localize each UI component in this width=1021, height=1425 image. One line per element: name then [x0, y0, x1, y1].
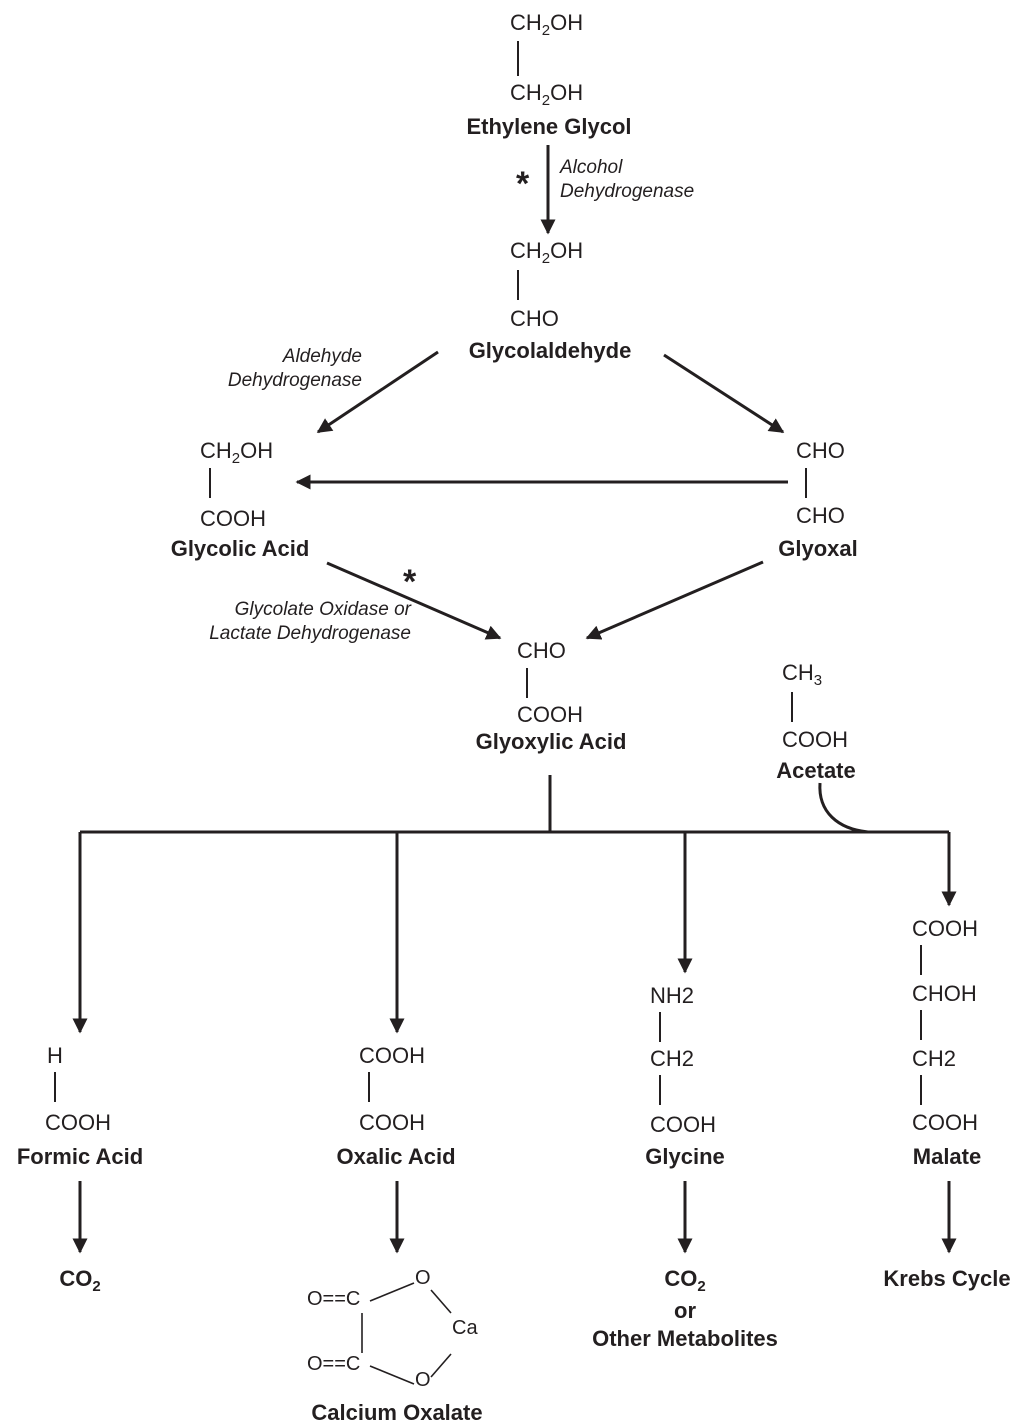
glycine-product-line2: or	[674, 1298, 696, 1323]
acetate-join-curve	[818, 782, 869, 834]
glycolaldehyde-bottom: CHO	[510, 306, 559, 331]
calcium-oxalate-ca: Ca	[452, 1317, 478, 1339]
enzyme-line: Alcohol	[560, 157, 623, 178]
arrow-glycolaldehyde-to-glycolic	[316, 350, 439, 434]
rate-limiting-asterisk: *	[403, 563, 417, 601]
arrow-glycolic-to-glyoxylic	[326, 561, 502, 640]
malate-row-3: CH2	[912, 1046, 957, 1071]
glyoxylic-acid-bottom: COOH	[517, 702, 583, 727]
oxalic-acid-bottom: COOH	[359, 1110, 425, 1135]
enzyme-line: Dehydrogenase	[560, 180, 695, 202]
formula: CH2OH	[510, 80, 584, 109]
glycine-product-line3: Other Metabolites	[592, 1326, 778, 1351]
formic-acid-bottom: COOH	[45, 1110, 111, 1135]
formula: CH2OH	[510, 10, 584, 39]
glycine-label: Glycine	[645, 1144, 725, 1169]
formula: CH3	[782, 660, 823, 689]
malate-row-2: CHOH	[912, 981, 977, 1006]
arrow-glycolaldehyde-to-glyoxal	[663, 353, 785, 434]
formula: CH2OH	[510, 238, 584, 267]
ethylene-glycol-top: CH2OH	[510, 10, 584, 39]
malate-row-1: COOH	[912, 916, 978, 941]
glycolaldehyde-label: Glycolaldehyde	[468, 338, 632, 363]
glycolic-acid-bottom: COOH	[200, 506, 266, 531]
calcium-oxalate-label: Calcium Oxalate	[311, 1400, 483, 1425]
enzyme-glycolate-oxidase: Glycolate Oxidase or Lactate Dehydrogena…	[209, 598, 411, 646]
calcium-oxalate-o-bottom: O	[415, 1369, 431, 1391]
glyoxal-top: CHO	[796, 438, 845, 463]
ethylene-glycol-bottom: CH2OH	[510, 80, 584, 109]
glyoxal-label: Glyoxal	[778, 536, 858, 561]
arrow-glyoxal-to-glyoxylic	[585, 560, 764, 640]
calcium-oxalate-o-top: O	[415, 1267, 431, 1289]
enzyme-line: Dehydrogenase	[227, 369, 362, 391]
enzyme-alcohol-dehydrogenase: Alcohol Dehydrogenase	[560, 156, 694, 204]
formic-product: CO2	[59, 1266, 101, 1295]
malate-row-4: COOH	[912, 1110, 978, 1135]
enzyme-aldehyde-dehydrogenase: Aldehyde Dehydrogenase	[228, 345, 362, 393]
acetate-top: CH3	[782, 660, 823, 689]
malate-label: Malate	[912, 1144, 982, 1169]
glycine-row-3: COOH	[650, 1112, 716, 1137]
formic-acid-top: H	[47, 1043, 63, 1068]
glyoxylic-acid-label: Glyoxylic Acid	[475, 729, 627, 754]
glycine-row-1: NH2	[650, 983, 695, 1008]
rate-limiting-asterisk: *	[516, 165, 530, 203]
glycolaldehyde-top: CH2OH	[510, 238, 584, 267]
enzyme-line: Glycolate Oxidase or	[234, 599, 411, 620]
glycolic-acid-label: Glycolic Acid	[170, 536, 310, 561]
calcium-oxalate-co-2: O==C	[307, 1353, 361, 1375]
formula: CO2	[664, 1266, 706, 1295]
formic-acid-label: Formic Acid	[16, 1144, 144, 1169]
ethylene-glycol-label: Ethylene Glycol	[466, 114, 632, 139]
acetate-bottom: COOH	[782, 727, 848, 752]
calcium-oxalate-co-1: O==C	[307, 1288, 361, 1310]
glyoxylic-acid-top: CHO	[517, 638, 566, 663]
formula: CO2	[59, 1266, 101, 1295]
malate-product: Krebs Cycle	[883, 1266, 1011, 1291]
glycine-product-line1: CO2	[664, 1266, 706, 1295]
oxalic-acid-label: Oxalic Acid	[336, 1144, 456, 1169]
glyoxal-bottom: CHO	[796, 503, 845, 528]
glycolic-acid-top: CH2OH	[200, 438, 274, 467]
acetate-label: Acetate	[776, 758, 856, 783]
calcium-oxalate-ring	[361, 1282, 452, 1385]
formula: CH2OH	[200, 438, 274, 467]
glycine-row-2: CH2	[650, 1046, 695, 1071]
enzyme-line: Aldehyde	[282, 346, 362, 367]
enzyme-line: Lactate Dehydrogenase	[209, 622, 411, 644]
oxalic-acid-top: COOH	[359, 1043, 425, 1068]
